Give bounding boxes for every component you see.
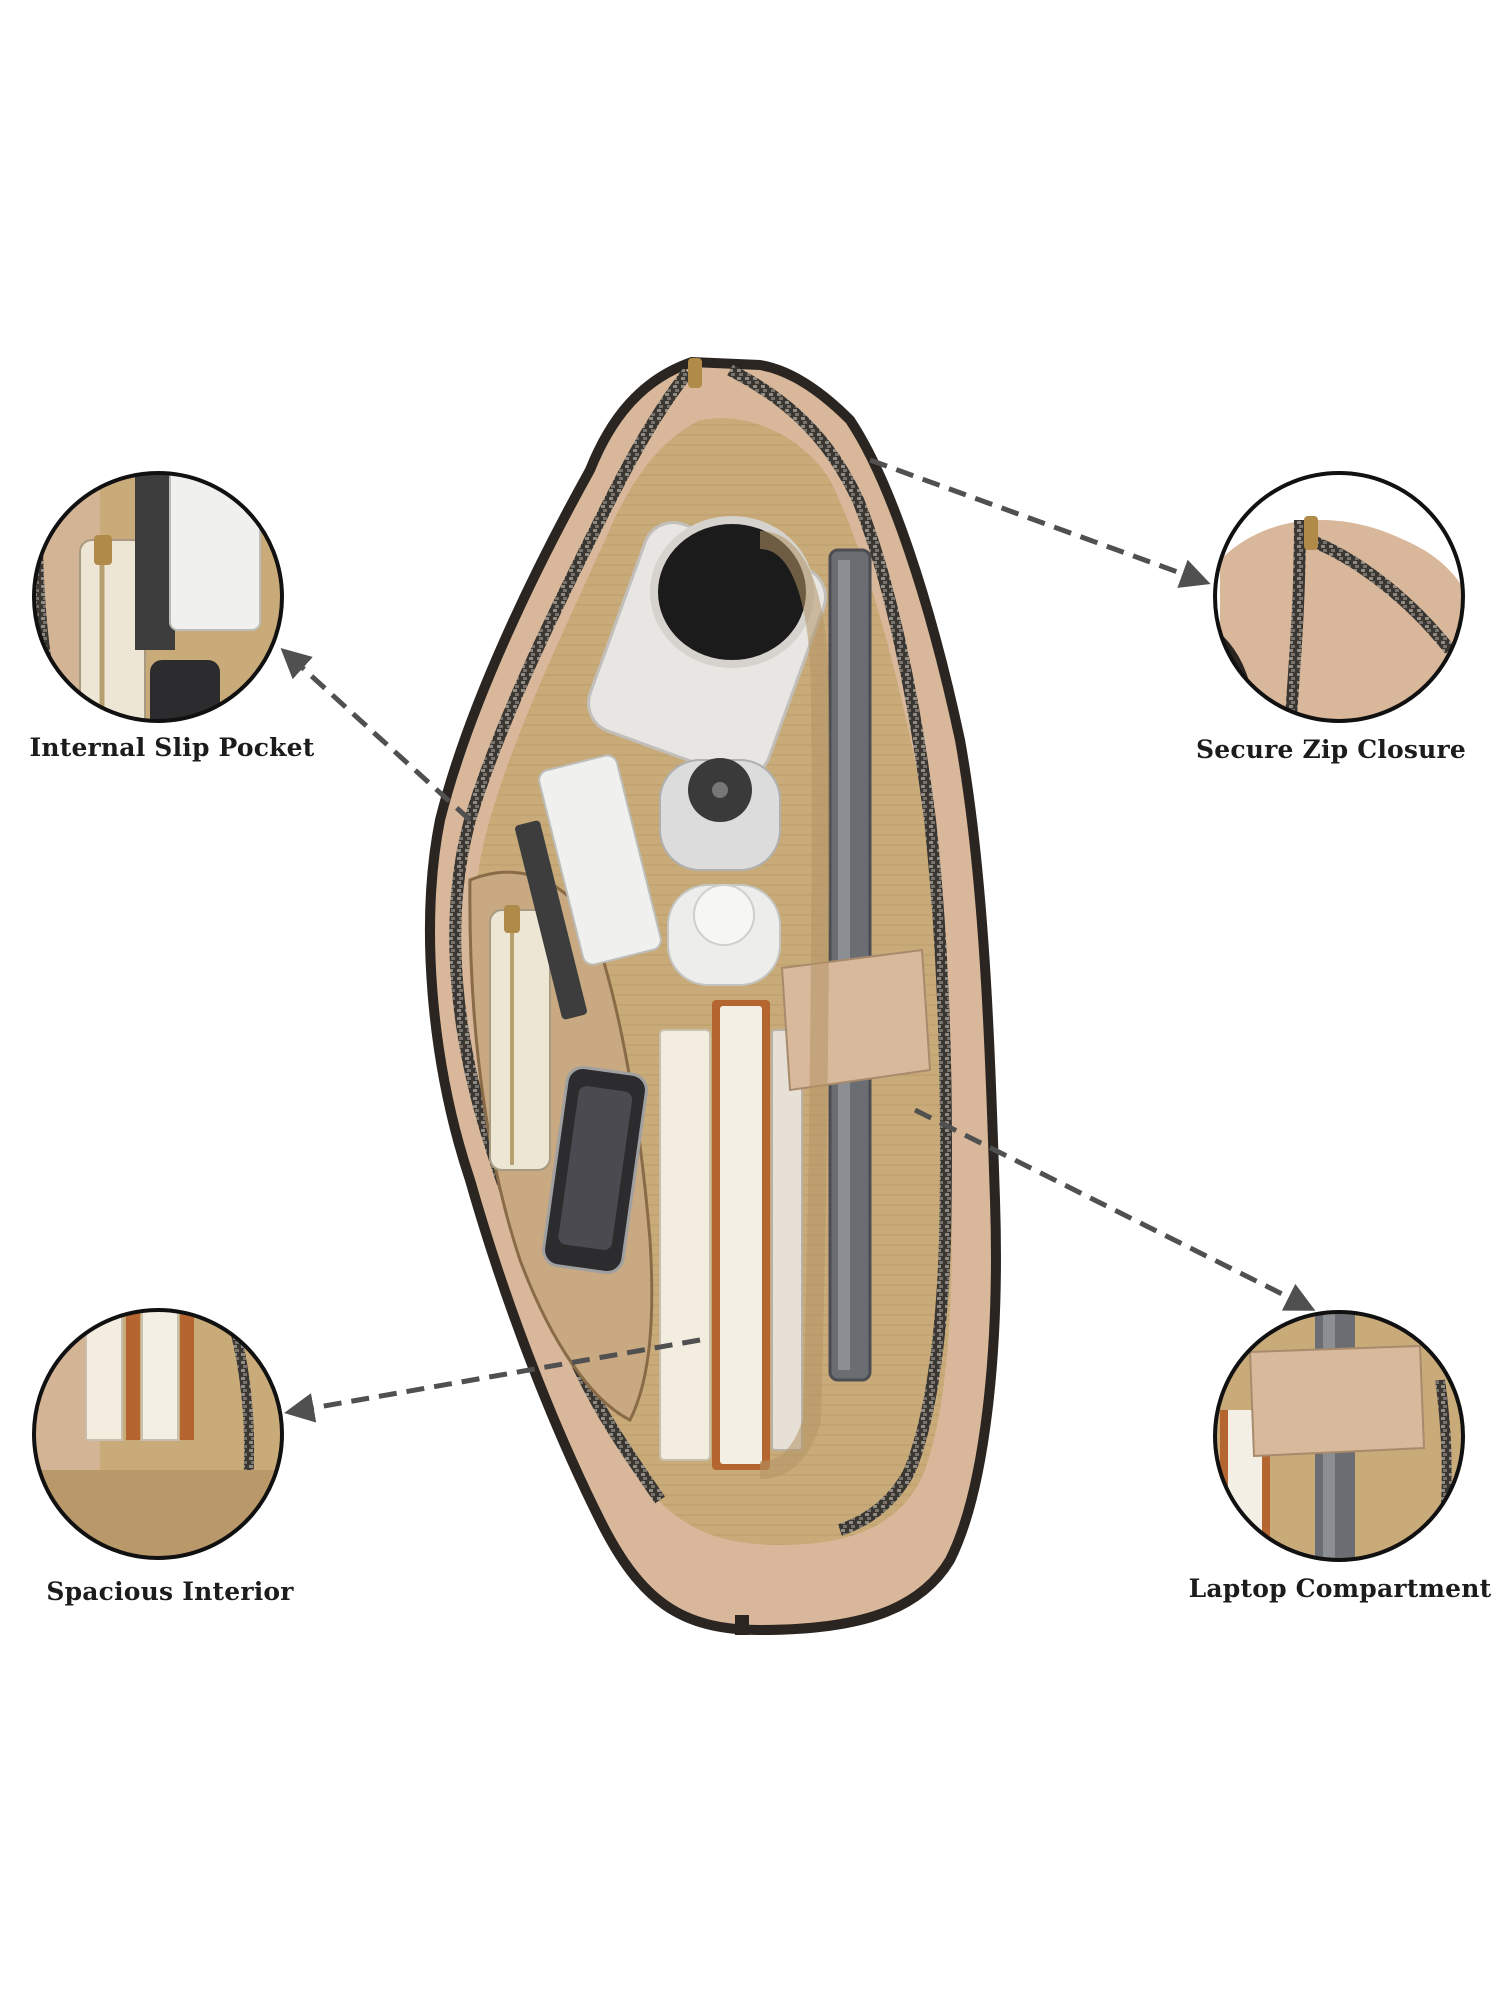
arrow-to-spacious-interior xyxy=(284,1337,701,1423)
detail-circle-spacious-interior xyxy=(32,1308,284,1560)
phone xyxy=(542,1065,648,1275)
detail-circle-laptop-compartment xyxy=(1213,1310,1465,1562)
bottom-seam xyxy=(735,1615,749,1635)
bottle-dark xyxy=(659,758,781,871)
label-spacious-interior: Spacious Interior xyxy=(46,1577,294,1606)
label-secure-zip-closure: Secure Zip Closure xyxy=(1195,735,1467,764)
bag-main xyxy=(425,356,1001,1636)
padded-divider xyxy=(759,531,830,1479)
detail-circle-slip-pocket xyxy=(32,471,284,723)
wallet xyxy=(489,905,551,1171)
arrow-to-laptop-compartment xyxy=(913,1107,1316,1311)
detail-circle-zip-closure xyxy=(1213,471,1465,723)
arrow-to-slip-pocket xyxy=(280,647,472,822)
zipper-pull xyxy=(688,358,702,388)
label-internal-slip-pocket: Internal Slip Pocket xyxy=(29,733,315,762)
bottle-light xyxy=(667,884,781,986)
right-zipper-track xyxy=(727,364,953,1536)
laptop-strap xyxy=(780,948,932,1092)
label-laptop-compartment: Laptop Compartment xyxy=(1188,1574,1492,1603)
power-adapter xyxy=(515,754,662,1020)
callout-arrows xyxy=(280,457,1316,1423)
notebooks xyxy=(659,1000,803,1470)
arrow-to-zip-closure xyxy=(869,457,1211,588)
